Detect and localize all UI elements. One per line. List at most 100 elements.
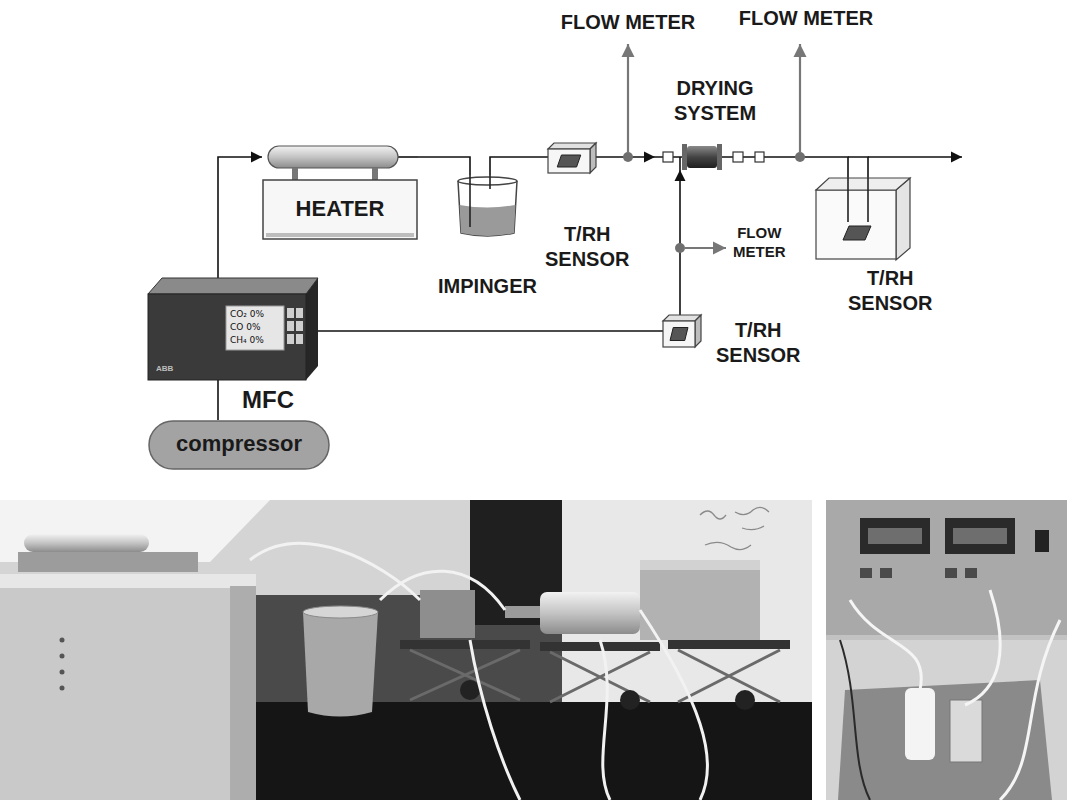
tank-opening — [816, 178, 910, 190]
photo-lab-jack — [400, 640, 530, 649]
compressor-label: compressor — [176, 431, 302, 457]
photo-metal-box — [0, 586, 256, 800]
pipe-connector — [318, 330, 663, 332]
photo-display-digits — [953, 528, 1007, 544]
photo-background — [0, 500, 812, 800]
photo-cylinder — [950, 700, 982, 762]
device-top — [148, 278, 318, 294]
flange — [682, 144, 687, 170]
pipe-fitting — [755, 152, 764, 162]
sensor-front — [663, 321, 695, 347]
flow-meter-label: FLOW METER — [561, 10, 695, 34]
screen-reading: CO₂ 0% — [230, 309, 264, 320]
device-button — [287, 334, 294, 344]
photo-jack-knob — [735, 690, 755, 710]
probe — [867, 178, 869, 222]
photo-lab-jack — [668, 640, 790, 649]
photo-button — [945, 568, 957, 578]
pipe-fitting — [663, 152, 673, 162]
tube-stub — [398, 156, 418, 158]
photo-display — [945, 518, 1015, 554]
junction-dot — [675, 243, 685, 253]
tube-support — [292, 168, 298, 180]
photo-plate — [838, 680, 1052, 800]
photo-indicator — [60, 638, 65, 643]
heater-body — [263, 180, 417, 239]
photo-cable — [250, 543, 708, 800]
photo-drying-cylinder — [540, 592, 640, 634]
sensor-label: T/RH SENSOR — [716, 318, 800, 368]
heater-unit: HEATER — [262, 143, 418, 240]
device-screen — [226, 306, 284, 350]
photo-metal-box-top — [0, 574, 256, 588]
sensor-plate — [843, 226, 871, 240]
photo-button — [860, 568, 872, 578]
device-button — [287, 308, 294, 318]
junction-dot — [795, 152, 805, 162]
impinger-shape — [455, 175, 520, 237]
outlet-pipe — [848, 157, 868, 178]
sensor-cube-shape — [663, 315, 701, 347]
device-button — [287, 321, 294, 331]
photo-button — [880, 568, 892, 578]
beaker-outline — [458, 181, 517, 236]
flange — [717, 144, 722, 170]
impinger: IMPINGER — [455, 175, 520, 237]
flow-meter-label: FLOW METER — [739, 6, 873, 30]
beaker-rim — [458, 177, 517, 185]
tank-side — [896, 178, 910, 260]
screen-reading: CH₄ 0% — [230, 335, 264, 346]
sensor-cube-shape — [548, 143, 596, 173]
sensor-cube: T/RH SENSOR — [663, 315, 701, 347]
outlet-arrow — [868, 156, 962, 158]
photo-fitting — [505, 606, 540, 618]
screen-reading: CO 0% — [230, 322, 261, 333]
device-button — [296, 334, 303, 344]
tank-front — [816, 190, 896, 259]
photo-beaker-rim — [303, 606, 378, 618]
device-button — [296, 321, 303, 331]
sensor-label: T/RH SENSOR — [545, 222, 629, 272]
photo-jack-knob — [460, 680, 480, 700]
pipe-fitting — [733, 152, 743, 162]
drying-label: DRYING SYSTEM — [674, 76, 756, 126]
drying-system: DRYING SYSTEM — [655, 143, 775, 170]
compressor-outline — [149, 421, 329, 469]
heater-base — [266, 233, 414, 237]
inlet-tube — [469, 175, 471, 227]
heater-unit-shape — [262, 143, 418, 240]
device-button — [296, 308, 303, 318]
compressor: compressor — [148, 420, 330, 470]
photo-indicator — [60, 654, 65, 659]
mass-flow-controller: CO₂ 0%CO 0%CH₄ 0%ABBMFC — [148, 278, 318, 380]
pipe-connector — [418, 157, 470, 175]
pipe-connector — [490, 157, 548, 175]
flow-meter-arrow — [799, 44, 801, 152]
sensor-tank-shape — [815, 178, 910, 260]
flow-meter-label: FLOW METER — [733, 224, 786, 262]
photo-background — [826, 500, 1067, 800]
photo-jack-legs — [410, 650, 780, 702]
photo-heater-bracket — [18, 552, 198, 572]
sensor-tank: T/RH SENSOR — [815, 178, 910, 260]
impinger-label: IMPINGER — [438, 274, 537, 298]
sensor-top — [548, 143, 596, 149]
pipe-connector — [217, 380, 219, 420]
drying-tee — [679, 157, 681, 170]
photo-heater-tube — [24, 534, 149, 552]
sensor-cube: T/RH SENSOR — [548, 143, 596, 173]
photo-tank — [640, 560, 760, 640]
photo-tank-top — [640, 560, 760, 570]
tube-support — [372, 168, 378, 180]
sensor-side — [695, 315, 701, 347]
sensor-side — [590, 143, 596, 173]
photo-metal-box-side — [230, 586, 256, 800]
photo-indicator — [60, 670, 65, 675]
pipe-connector — [218, 157, 262, 278]
photo-sensor-box — [420, 590, 475, 638]
junction-dot — [623, 152, 633, 162]
flow-meter-arrow — [685, 247, 726, 249]
